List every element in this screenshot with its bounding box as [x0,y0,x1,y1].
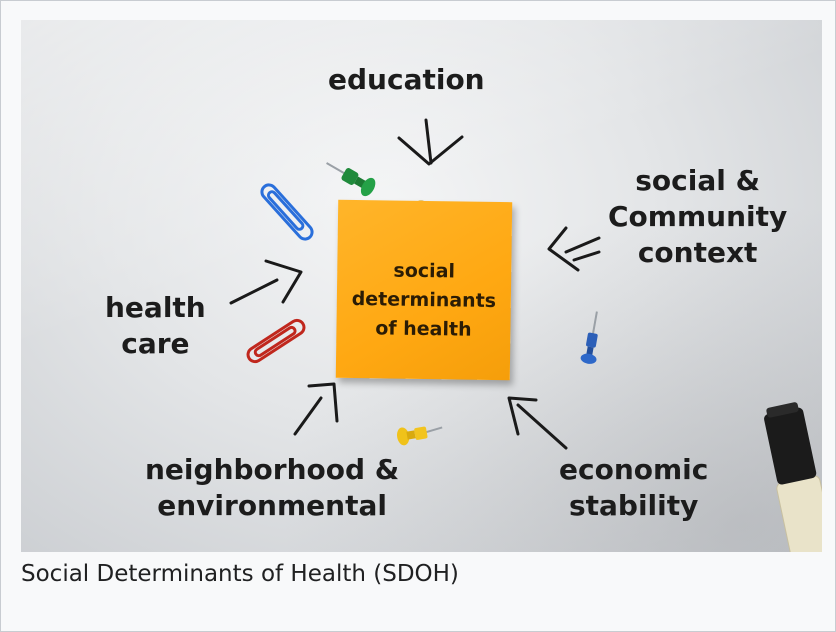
photo-drawings [229,118,822,552]
label-social-line-2: Community [608,200,788,233]
blue-pushpin [580,311,598,364]
red-paperclip [246,318,306,364]
label-economic: economic stability [559,452,708,524]
label-social-line-1: social & [635,164,760,197]
sticky-note-text: social determinants of health [336,256,511,345]
arrow-social-community [547,226,601,272]
arrow-health-care [229,259,303,305]
yellow-pushpin [397,426,443,446]
arrow-education [397,118,464,166]
label-neighborhood: neighborhood & environmental [145,452,399,524]
label-social-community: social & Community context [608,163,787,271]
label-health-line-1: health [105,291,206,324]
sdoh-photo: education social & Community context hea… [21,20,822,552]
sticky-note-line-1: social [393,259,456,283]
figure-caption: Social Determinants of Health (SDOH) [21,561,459,587]
sticky-note-line-3: of health [375,317,472,341]
label-economic-line-2: stability [568,489,699,522]
label-neighborhood-line-2: environmental [157,489,387,522]
sticky-note: social determinants of health [335,199,513,381]
label-health-line-2: care [121,327,190,360]
sticky-note-line-2: determinants [351,287,497,313]
label-health-care: health care [105,290,206,362]
arrow-neighborhood [293,382,339,436]
black-marker [764,402,822,552]
label-social-line-3: context [637,236,758,269]
green-pushpin [326,162,376,197]
blue-paperclip [260,183,314,241]
label-neighborhood-line-1: neighborhood & [145,453,400,486]
label-economic-line-1: economic [559,453,709,486]
arrow-economic [507,396,568,450]
label-education: education [328,63,485,96]
